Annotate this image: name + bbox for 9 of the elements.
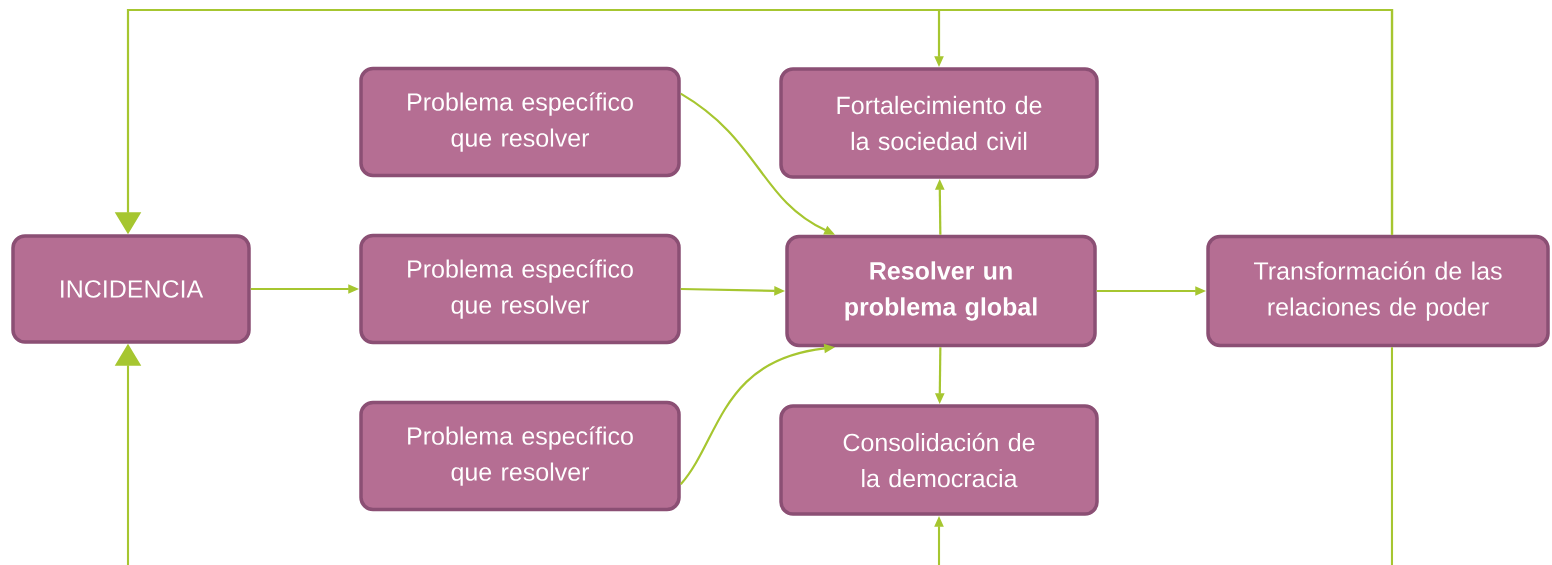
process-box: Transformación de las relaciones de poder <box>1206 234 1550 348</box>
arrow <box>934 8 1394 235</box>
process-box: Consolidación de la democracia <box>779 404 1099 516</box>
process-box: INCIDENCIA <box>11 234 251 344</box>
process-box: Problema específico que resolver <box>359 233 681 345</box>
process-box: Fortalecimiento de la sociedad civil <box>779 67 1099 179</box>
process-box: Problema específico que resolver <box>359 66 681 178</box>
process-box: Problema específico que resolver <box>359 400 681 512</box>
process-box: Resolver un problema global <box>785 234 1097 348</box>
